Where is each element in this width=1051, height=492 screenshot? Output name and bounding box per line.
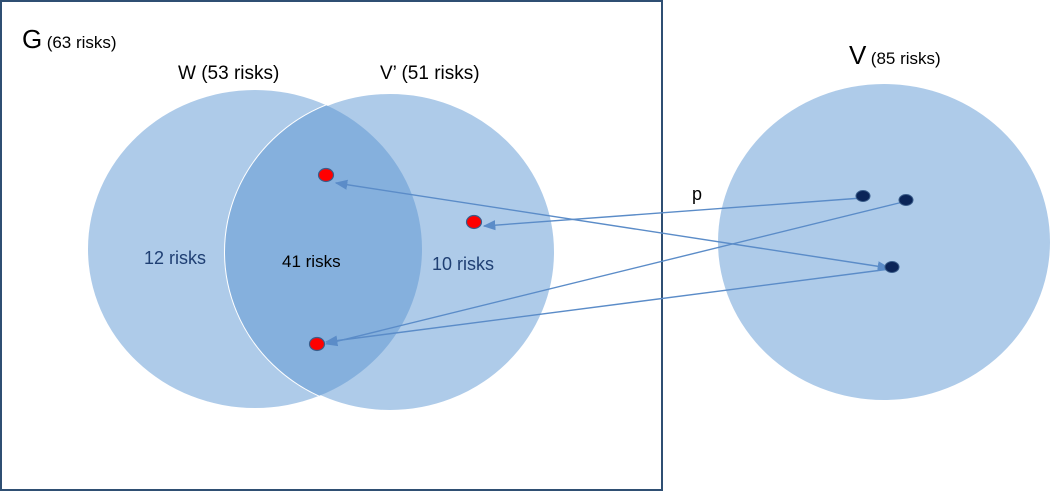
set-g-count: (63 risks): [46, 33, 117, 52]
arrow-intersection-to-v: [334, 179, 891, 272]
red-dot-intersection-top: [317, 167, 335, 183]
set-v-count: (85 risks): [870, 49, 941, 68]
set-vprime-title: V’ (51 risks): [380, 63, 480, 84]
region-vprime-only-label: 10 risks: [432, 254, 495, 274]
region-w-only-label: 12 risks: [144, 248, 207, 268]
arrow-v-to-intersection-a: [324, 201, 904, 347]
dark-dot-v-3: [884, 261, 900, 273]
dark-dot-v-1: [855, 190, 871, 202]
red-dot-vprime-only: [465, 214, 483, 230]
set-w-title: W (53 risks): [178, 63, 280, 84]
red-dot-intersection-bottom: [308, 336, 326, 352]
set-v-label: V (85 risks): [849, 40, 941, 71]
dark-dot-v-2: [898, 194, 914, 206]
arrow-v-to-intersection-b: [324, 268, 891, 346]
set-v-letter: V: [849, 40, 867, 70]
arrow-label-p: p: [692, 184, 703, 204]
set-g-letter: G: [22, 24, 43, 54]
set-g-label: G (63 risks): [22, 24, 117, 55]
region-intersection-label: 41 risks: [282, 252, 341, 271]
set-v-circle: [718, 84, 1050, 400]
